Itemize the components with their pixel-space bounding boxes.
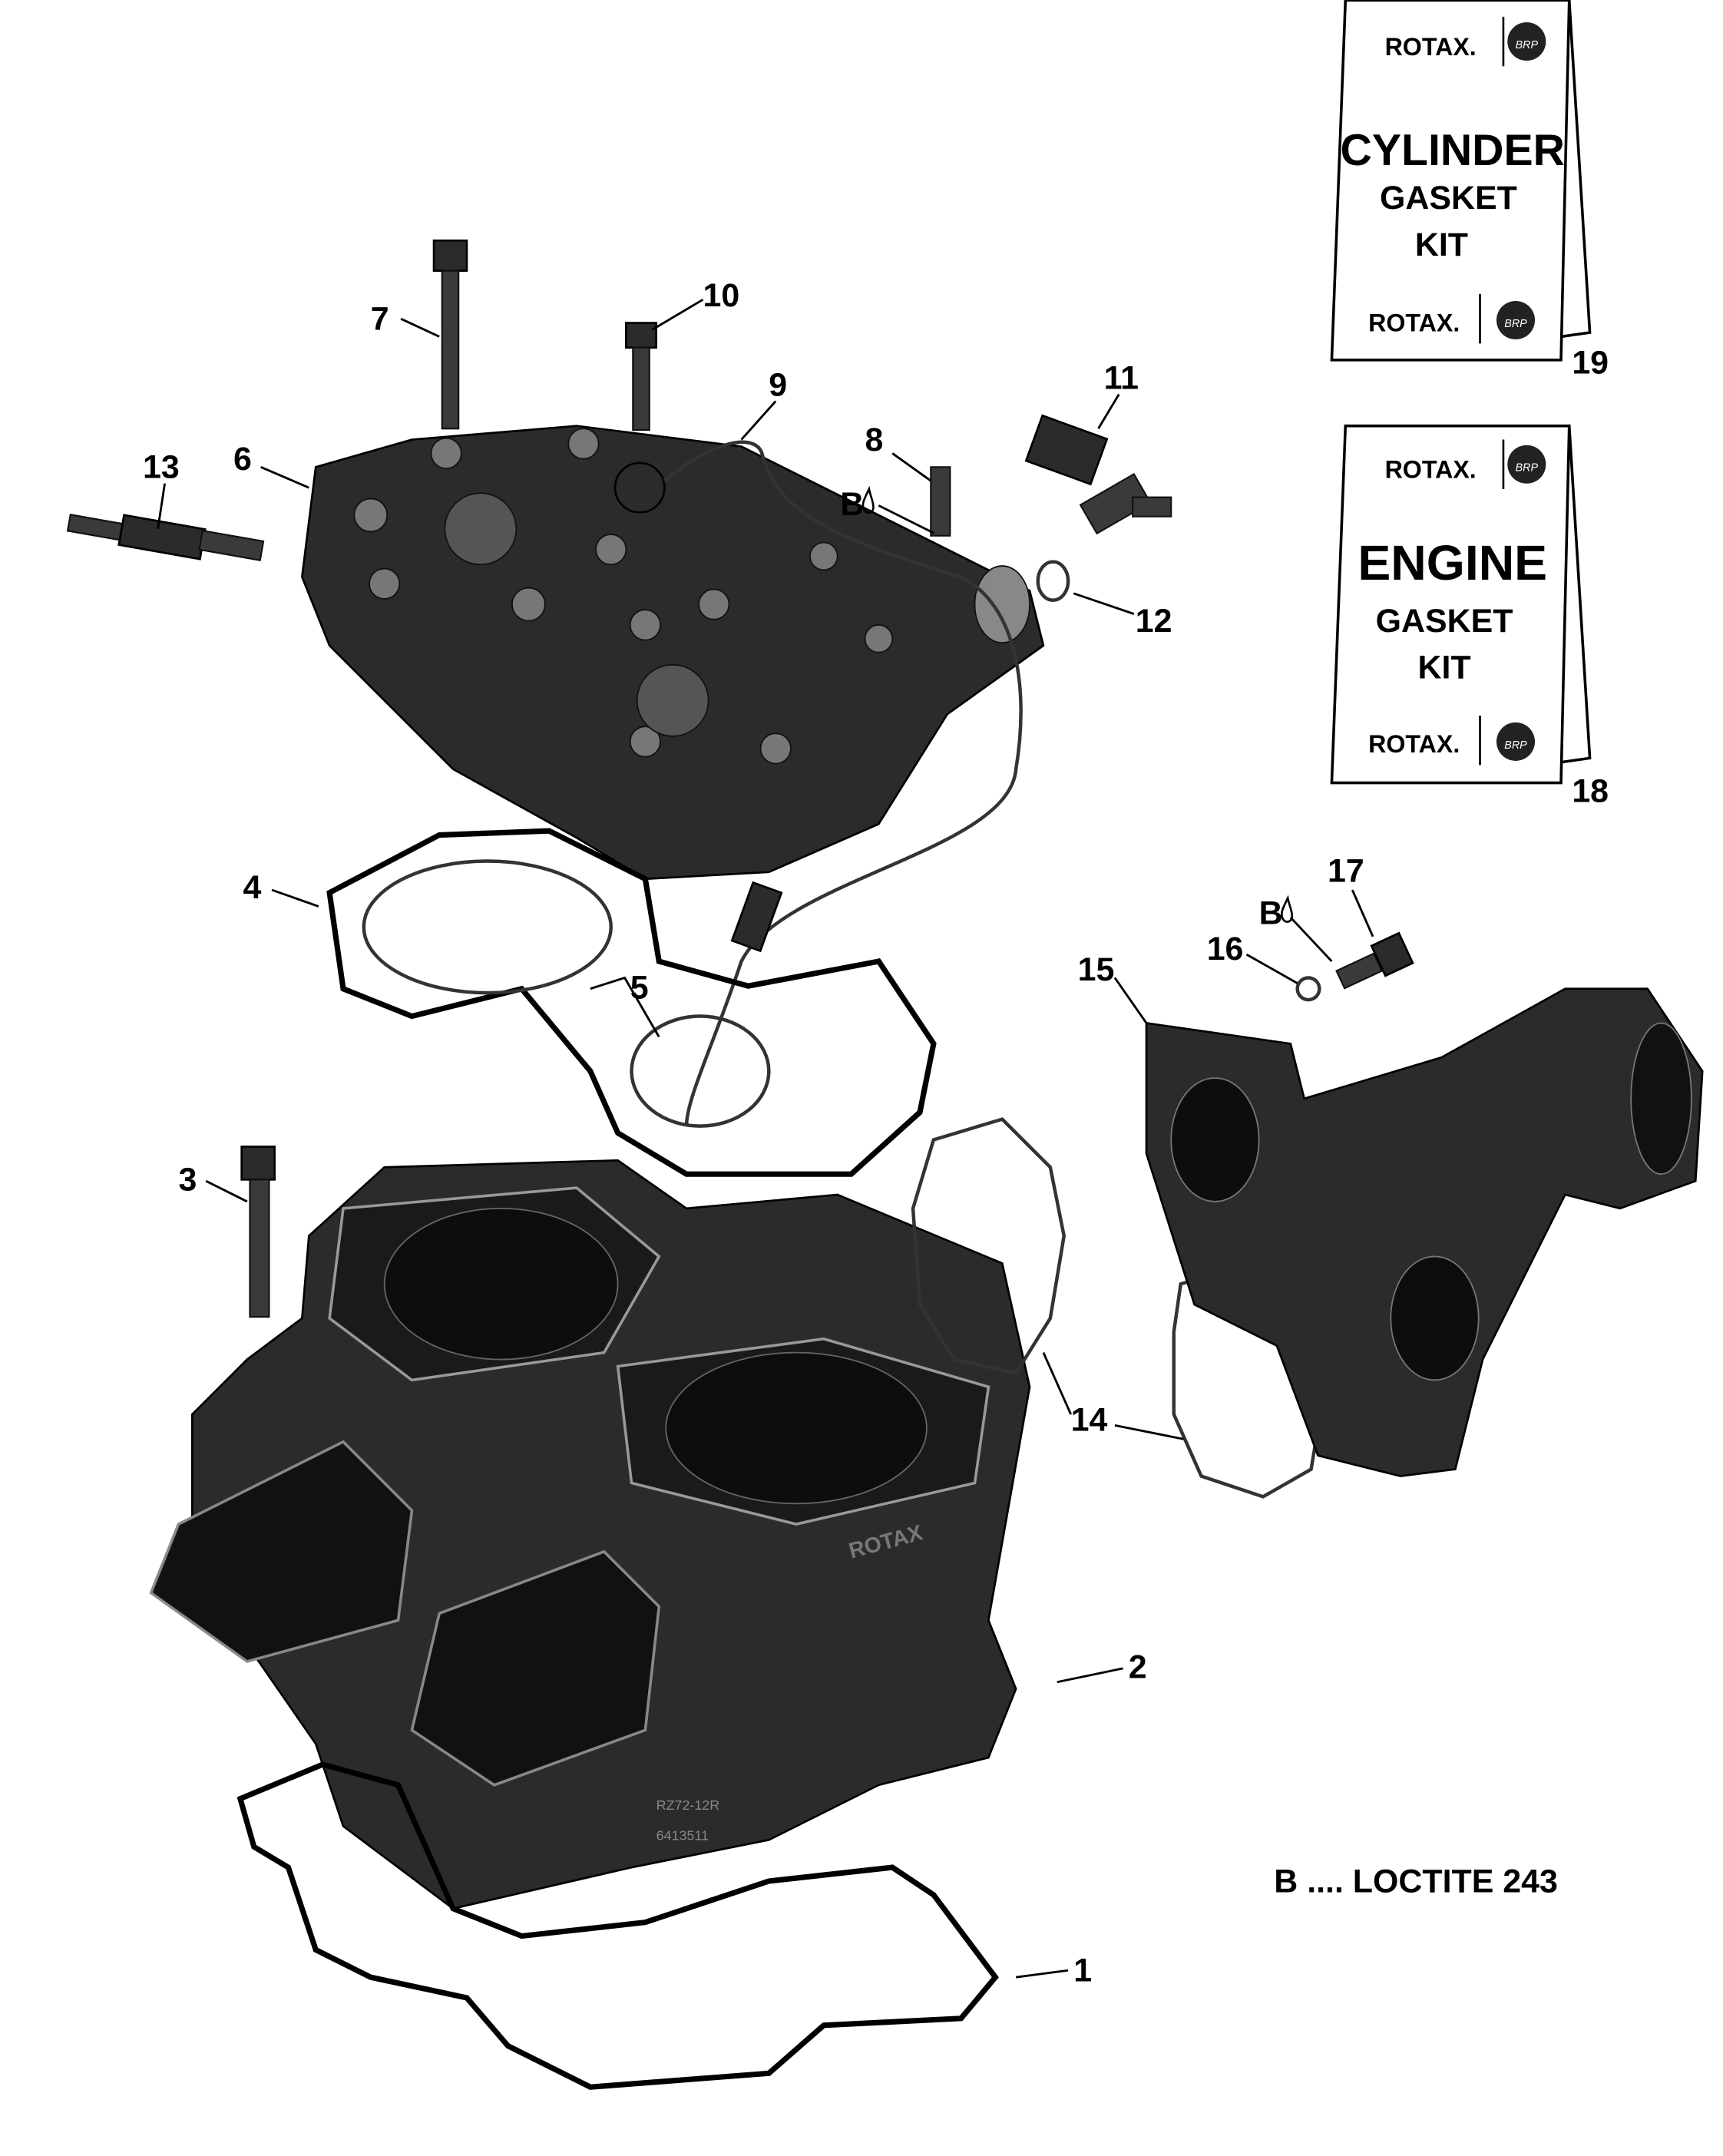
kit-brand-bottom: ROTAX. [1368, 309, 1460, 336]
callout-6: 6 [233, 441, 252, 478]
kit-brand-bottom: ROTAX. [1368, 730, 1460, 758]
cylinder-ring-lower [630, 1014, 771, 1128]
callout-14: 14 [1071, 1402, 1108, 1439]
brp-logo [1507, 445, 1546, 484]
brp-logo [1507, 21, 1546, 61]
knock-sensor [613, 440, 1023, 1126]
callout-19: 19 [1572, 345, 1609, 382]
callout-7: 7 [371, 301, 389, 338]
cylinder-ring-upper [362, 859, 613, 995]
callout-4: 4 [243, 869, 261, 906]
callout-11: 11 [1104, 359, 1139, 396]
exhaust-gasket-upper [911, 1117, 1067, 1375]
cylinder-head [300, 425, 1045, 881]
cylinder-block: ROTAX RZ72-12R 6413511 [149, 1159, 1031, 1910]
manifold-screw [1335, 931, 1414, 990]
kit-title-line1: CYLINDER [1341, 126, 1565, 175]
callout-18: 18 [1572, 773, 1609, 810]
base-gasket [236, 1761, 999, 2090]
brp-logo-text: BRP [1516, 39, 1539, 51]
sealant-mark-b: B [840, 486, 864, 523]
kit-brand-top: ROTAX. [1385, 456, 1477, 484]
callout-8: 8 [865, 422, 883, 458]
kit-title-line3: KIT [1417, 650, 1470, 686]
callout-3: 3 [178, 1162, 197, 1199]
callout-10: 10 [703, 277, 739, 314]
spark-plug [66, 513, 265, 561]
cylinder-bolt [240, 1146, 276, 1318]
legend-loctite: B .... LOCTITE 243 [1274, 1863, 1558, 1900]
o-ring [1036, 560, 1070, 602]
stud [930, 466, 951, 537]
callout-12: 12 [1136, 603, 1172, 640]
cylinder-gasket-kit-box: ROTAX. BRP CYLINDER GASKET KIT ROTAX. BR… [1330, 0, 1592, 362]
head-o-ring-gasket [326, 828, 937, 1177]
block-stamp-code2: 6413511 [656, 1827, 709, 1843]
callout-5: 5 [630, 969, 649, 1006]
callout-2: 2 [1129, 1648, 1147, 1685]
head-bolt [432, 239, 468, 430]
brp-logo-text: BRP [1516, 462, 1539, 475]
block-stamp-code1: RZ72-12R [656, 1797, 720, 1813]
callout-13: 13 [143, 449, 180, 486]
kit-brand-top: ROTAX. [1385, 33, 1477, 61]
callout-9: 9 [769, 366, 787, 403]
exhaust-manifold [1145, 987, 1704, 1477]
kit-title-line1: ENGINE [1358, 535, 1547, 590]
temperature-sensor [1024, 414, 1172, 535]
callout-15: 15 [1078, 951, 1115, 988]
callout-17: 17 [1328, 852, 1364, 889]
drop-icon [1280, 894, 1294, 923]
kit-title-line2: GASKET [1380, 180, 1517, 217]
callout-16: 16 [1207, 931, 1244, 967]
short-bolt [625, 322, 658, 432]
leader-lines [157, 298, 1374, 1979]
sealant-mark-b: B [1259, 895, 1283, 932]
kit-title-line3: KIT [1415, 227, 1468, 263]
brp-logo-text: BRP [1504, 318, 1527, 330]
callout-1: 1 [1073, 1953, 1092, 1989]
brp-logo-text: BRP [1504, 739, 1527, 752]
drop-icon [862, 485, 875, 514]
kit-title-line2: GASKET [1376, 603, 1513, 640]
washer [1295, 976, 1321, 1002]
engine-gasket-kit-box: ROTAX. BRP ENGINE GASKET KIT ROTAX. BRP [1330, 424, 1592, 785]
